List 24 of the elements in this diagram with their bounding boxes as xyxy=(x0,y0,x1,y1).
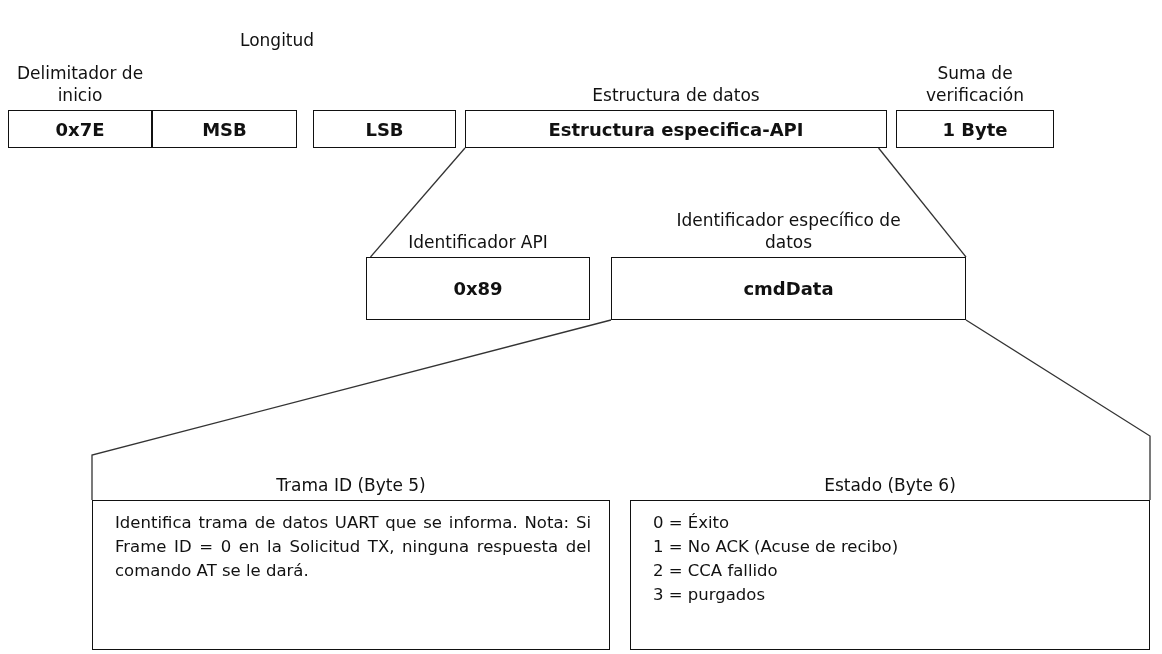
field-group-label: Longitud xyxy=(240,30,315,50)
description-text: Identifica trama de datos UART que se informa. Nota: Si Frame ID = 0 en la Solicitud TX, ninguna respuesta del comando AT se le dará. xyxy=(115,512,591,582)
field-box: cmdData xyxy=(611,257,966,320)
field-heading: Identificador específico de datos xyxy=(675,209,902,254)
field-box: 1 Byte xyxy=(896,110,1054,148)
status-code-text: 0 = Éxito xyxy=(653,512,731,534)
field-heading: Estado (Byte 6) xyxy=(824,474,956,497)
field-box: MSB xyxy=(152,110,297,148)
connector-line xyxy=(965,319,1151,501)
field-box: LSB xyxy=(313,110,456,148)
field-box: 0x7E xyxy=(8,110,152,148)
field-heading: Identificador API xyxy=(408,231,548,254)
status-code-text: 1 = No ACK (Acuse de recibo) xyxy=(653,536,900,558)
status-code-text: 2 = CCA fallido xyxy=(653,560,779,582)
connector-line xyxy=(877,147,967,258)
field-heading: Trama ID (Byte 5) xyxy=(276,474,426,497)
connector-line xyxy=(369,147,466,258)
field-box: Estructura especifica-API xyxy=(465,110,887,148)
status-code-text: 3 = purgados xyxy=(653,584,766,606)
field-heading: Estructura de datos xyxy=(592,84,760,107)
connector-line xyxy=(91,319,612,501)
field-heading: Delimitador de inicio xyxy=(15,62,145,107)
field-heading: Suma de verificación xyxy=(925,62,1025,107)
field-box: 0x89 xyxy=(366,257,590,320)
